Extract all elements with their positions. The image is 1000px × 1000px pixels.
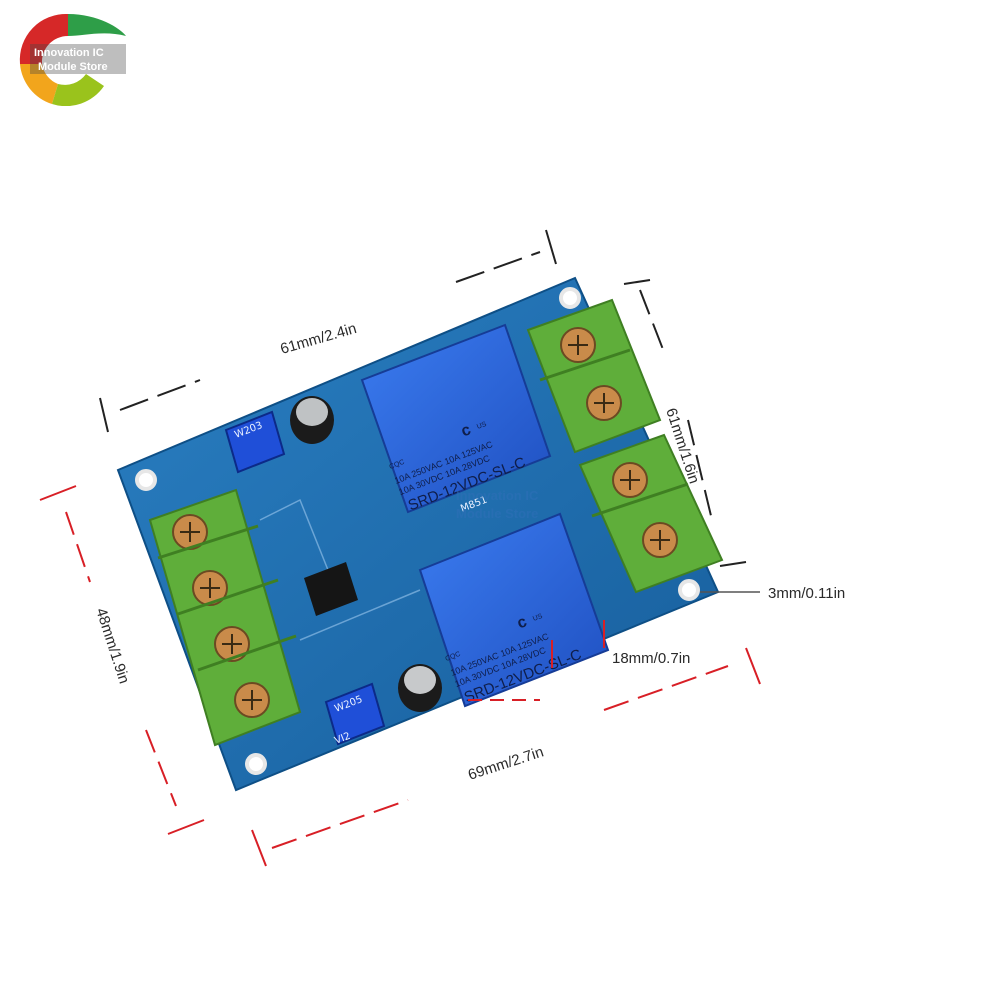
ic-chip [304, 562, 358, 616]
watermark-line1: Innovation IC [456, 488, 539, 503]
dim-left-height: 48mm/1.9in [92, 606, 132, 686]
capacitor-top [290, 396, 334, 444]
relay-top: 10A 250VAC 10A 125VAC 10A 30VDC 10A 28VD… [360, 323, 552, 514]
mount-hole [245, 753, 267, 775]
left-terminal-block [148, 488, 302, 747]
logo-line2: Module Store [38, 61, 108, 73]
dim-bottom-width: 69mm/2.7in [466, 743, 546, 783]
relay-bottom: 10A 250VAC 10A 125VAC 10A 30VDC 10A 28VD… [418, 512, 610, 708]
watermark: Innovation IC Module Store [456, 488, 539, 521]
dim-gap-lines [468, 620, 605, 701]
relay2-us: US [532, 613, 544, 623]
mount-hole [559, 287, 581, 309]
mount-hole [678, 579, 700, 601]
store-logo: Innovation IC Module Store [8, 6, 128, 107]
dim-left-lines [39, 485, 205, 835]
logo-line1: Innovation IC [34, 47, 104, 59]
dim-top-lines [99, 229, 557, 433]
capacitor-bottom [398, 664, 442, 712]
vi-label: VI2 [333, 731, 352, 747]
right-terminal-block-bottom [578, 433, 724, 594]
mount-hole [135, 469, 157, 491]
dim-relay-gap: 18mm/0.7in [612, 650, 690, 667]
right-terminal-block-top [526, 298, 662, 454]
dim-bottom-lines [251, 647, 761, 867]
potentiometer-top: W203 [224, 410, 286, 474]
dim-right-lines [623, 279, 747, 567]
relay-us: US [476, 421, 488, 431]
watermark-line2: Module Store [456, 506, 538, 521]
dim-top-width: 61mm/2.4in [278, 320, 358, 358]
potentiometer-bottom: W205 [324, 682, 386, 746]
dim-hole: 3mm/0.11in [768, 585, 845, 602]
